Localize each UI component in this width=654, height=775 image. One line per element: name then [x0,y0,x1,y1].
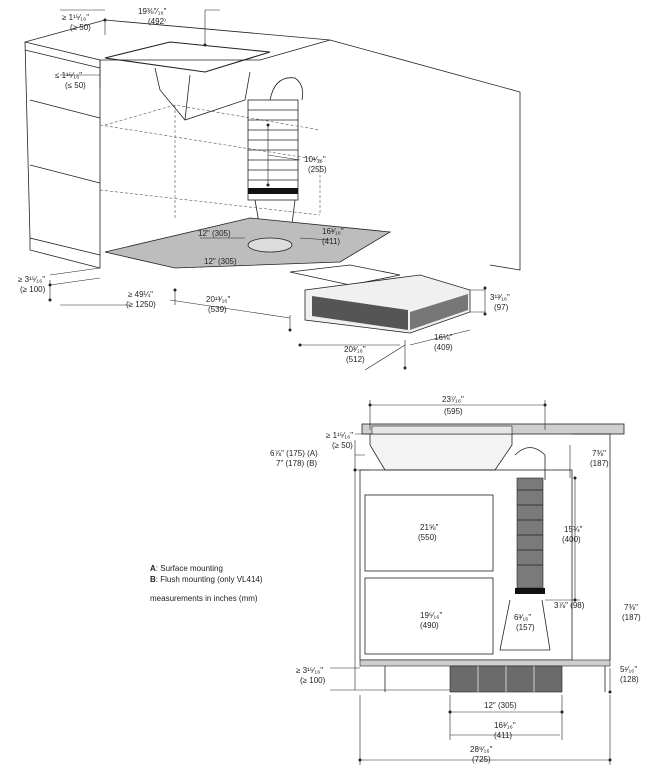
dim-label: 12" (305) [198,229,231,238]
plinth-plate-front [359,659,611,667]
plinth-plate [104,217,392,269]
dim-label: 16⅛" [434,333,453,342]
isometric-view: ≥ 1¹⁵⁄₁₆" (≥ 50) 19⅜"⁄₁₆" (492⁾ ≤ 1¹⁵⁄₁₆… [18,7,521,371]
dim-label: (≥ 100) [300,676,326,685]
dim-label: 12" (305) [204,257,237,266]
dim-label: ≥ 49¼" [128,290,153,299]
dim-label: (≤ 50) [65,81,86,90]
dim-label: ≤ 1¹⁵⁄₁₆" [55,71,82,80]
dim-label: (157) [516,623,535,632]
duct-ribs [248,109,298,181]
duct-elbow-front [514,447,546,480]
fan-unit-grille-front [312,296,408,330]
legend-item-a: A: Surface mounting [150,564,223,573]
dim-label: ≥ 1¹⁵⁄₁₆" [326,431,353,440]
dim-label: (≥ 1250) [126,300,156,309]
countertop-top [24,19,331,61]
dim-label: 3¹³⁄₁₆" [490,293,510,302]
vertical-duct-front [516,477,544,589]
dim-label: 19⅜"⁄₁₆" [138,7,167,16]
dim-label: 6⅞" (175) (A) [270,449,318,458]
dim-label: (539) [208,305,227,314]
dim-label: (550) [418,533,437,542]
dim-label: 5¹⁄₁₆" [620,665,637,674]
dim-label: 7⅜" [624,603,638,612]
dim-label: 20¹³⁄₁₆" [206,295,230,304]
dim-label: 28⁹⁄₁₆" [470,745,493,754]
legend-units: measurements in inches (mm) [150,594,258,603]
dim-label: (255) [308,165,327,174]
legend-item-b: B: Flush mounting (only VL414) [150,575,263,584]
dim-label: (≥ 50) [70,23,91,32]
flat-duct-top [289,264,401,286]
back-wall [329,39,521,271]
upper-drawer [364,494,494,572]
dim-label: 21⅝" [420,523,439,532]
dim-label: 10¹⁄₁₆" [304,155,326,164]
dim-label: (≥ 50) [332,441,353,450]
duct-ribs-front [517,489,543,566]
dim-label: (409) [434,343,453,352]
dim-label: (512) [346,355,365,364]
extractor-head [369,433,513,471]
dim-label: 20³⁄₁₆" [344,345,366,354]
dim-label: (187) [622,613,641,622]
duct-elbow [269,77,304,101]
dim-label: ≥ 3¹⁵⁄₁₆" [18,275,45,284]
dim-label: (400) [562,535,581,544]
fan-unit-grille-side [410,294,468,330]
dim-label: 3⅞" (98) [554,601,585,610]
section-view: 23⁷⁄₁₆" (595) ≥ 1¹⁵⁄₁₆" (≥ 50) 6⅞" (175)… [270,395,641,765]
section-dimension-lines [330,400,612,765]
dim-label: 16³⁄₁₆" [494,721,516,730]
side-panel [572,433,611,660]
dim-label: (187) [590,459,609,468]
hob-cutout [104,41,271,73]
duct-collar [248,188,298,194]
dim-label: 16³⁄₁₆" [322,227,344,236]
dim-label: ≥ 3¹⁵⁄₁₆" [296,666,323,675]
dim-label: 7⅜" [592,449,606,458]
dim-label: (725) [472,755,491,764]
dim-label: 12" (305) [484,701,517,710]
dim-label: (411) [322,237,340,246]
dim-label: (595) [444,407,463,416]
dim-label: (128) [620,675,639,684]
duct-collar-front [515,588,545,594]
dim-label: (411) [494,731,512,740]
dim-label: 6³⁄₁₆" [514,613,531,622]
dim-label: 7" (178) (B) [276,459,317,468]
plinth-opening [247,237,293,253]
dim-label: 19⁵⁄₁₆" [420,611,442,620]
dim-label: (97) [494,303,509,312]
dim-label: (490) [420,621,439,630]
dim-label: ≥ 1¹⁵⁄₁₆" [62,13,89,22]
legend: A: Surface mounting B: Flush mounting (o… [150,563,263,604]
lower-drawer [364,577,494,655]
dim-label: (≥ 100) [20,285,46,294]
iso-dimension-lines [48,9,487,371]
dim-label: (492⁾ [148,17,166,26]
dim-label: 23⁷⁄₁₆" [442,395,464,404]
extractor-body [154,67,251,121]
dim-label: 15¾" [564,525,583,534]
